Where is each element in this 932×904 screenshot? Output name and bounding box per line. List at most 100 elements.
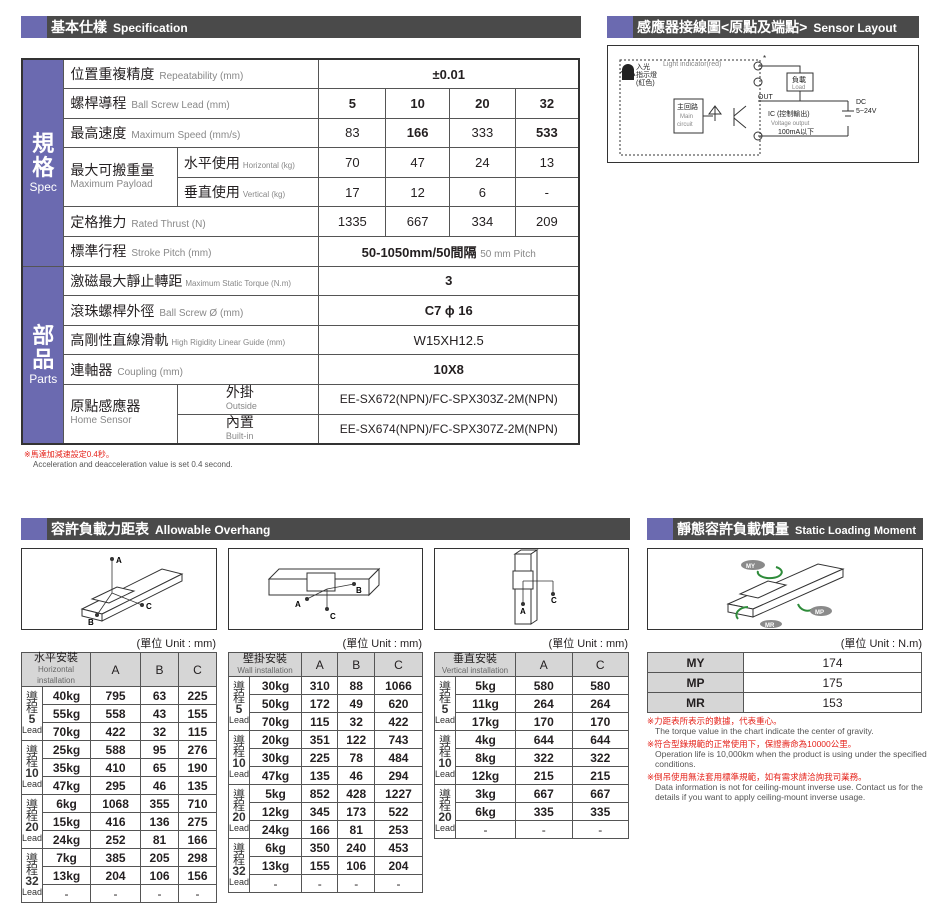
lead-num: 10 bbox=[232, 755, 246, 770]
value-cell: - bbox=[90, 884, 142, 903]
moment-value: 153 bbox=[743, 692, 922, 713]
value-cell: 115 bbox=[178, 722, 217, 741]
label-en: Maximum Payload bbox=[70, 178, 153, 190]
label-en: Home Sensor bbox=[70, 415, 132, 427]
unit-label: (單位 Unit : mm) bbox=[136, 638, 216, 650]
load-cell: 13kg bbox=[42, 866, 92, 885]
load-cell: 30kg bbox=[249, 748, 303, 767]
note-red: ※倒吊使用無法套用標準規範，如有需求請洽詢我司業務。 bbox=[647, 772, 867, 782]
value-cell: 1227 bbox=[373, 784, 424, 803]
moment-key: MP bbox=[647, 672, 744, 693]
install-zh: 壁掛安裝 bbox=[243, 652, 288, 665]
value-cell: 422 bbox=[90, 722, 142, 741]
axis-a-label: A bbox=[520, 607, 526, 616]
main-en2: circuit bbox=[677, 122, 693, 128]
value-cell: 135 bbox=[178, 776, 217, 795]
spec-header-zh: 基本仕樣 bbox=[51, 19, 107, 35]
dc-label: DC bbox=[856, 99, 866, 106]
value: 209 bbox=[514, 206, 580, 238]
value: 333 bbox=[448, 117, 516, 149]
column-header: B bbox=[140, 652, 180, 687]
header-accent bbox=[607, 16, 633, 38]
terminal-plus-icon bbox=[753, 61, 763, 71]
load-cell: 47kg bbox=[42, 776, 92, 795]
value-cell: 453 bbox=[373, 838, 424, 857]
load-cell: 7kg bbox=[42, 848, 92, 867]
load-cell: 6kg bbox=[42, 794, 92, 813]
load-cell: - bbox=[249, 874, 303, 893]
value-cell: 78 bbox=[337, 748, 375, 767]
label-zh: 原點感應器 bbox=[70, 398, 141, 415]
side-char: 部 bbox=[32, 322, 55, 348]
light-label: Light indicator(red) bbox=[663, 61, 721, 68]
value-cell: 65 bbox=[140, 758, 180, 777]
value: 20 bbox=[448, 88, 516, 119]
value-cell: - bbox=[337, 874, 375, 893]
value-cell: 170 bbox=[571, 712, 630, 731]
value-main: 50-1050mm/50間隔 bbox=[361, 244, 477, 260]
overhang-header-en: Allowable Overhang bbox=[155, 523, 271, 537]
moment-diagram: MY MP MR bbox=[647, 548, 923, 630]
value-en: 50 mm Pitch bbox=[480, 248, 536, 260]
lead-zh: 導程 bbox=[26, 689, 39, 715]
label-zh: 位置重複精度 bbox=[70, 66, 155, 83]
moment-svg: MY MP MR bbox=[726, 560, 845, 629]
value: ±0.01 bbox=[318, 58, 580, 90]
horizontal-diagram: A C B bbox=[21, 548, 217, 630]
label-zh: 垂直使用 bbox=[183, 184, 240, 201]
lead-en: Lead bbox=[229, 768, 250, 779]
lead-num: 5 bbox=[28, 711, 36, 726]
value-cell: 580 bbox=[515, 676, 573, 695]
lead-zh: 導程 bbox=[233, 787, 246, 813]
lead-en: Lead bbox=[229, 876, 250, 887]
value-cell: 710 bbox=[178, 794, 217, 813]
moment-header-zh: 靜態容許負載慣量 bbox=[677, 521, 789, 537]
sensor-wiring-svg: Light indicator(red) 入光 指示燈 (紅色) 主回路 Mai… bbox=[619, 54, 877, 156]
load-cell: 13kg bbox=[249, 856, 303, 875]
label-zh: 高剛性直線滑軌 bbox=[70, 332, 169, 349]
value: 32 bbox=[514, 88, 580, 119]
label-zh: 連軸器 bbox=[70, 361, 113, 378]
value: 10 bbox=[385, 88, 450, 119]
label-en: High Rigidity Linear Guide (mm) bbox=[171, 338, 286, 348]
header-accent bbox=[21, 518, 47, 540]
value: 3 bbox=[318, 265, 580, 297]
load-cell: 11kg bbox=[455, 694, 517, 713]
value-cell: 225 bbox=[178, 686, 217, 705]
column-header: C bbox=[178, 652, 217, 687]
ma-label: 100mA以下 bbox=[778, 128, 814, 136]
value-cell: 173 bbox=[337, 802, 375, 821]
